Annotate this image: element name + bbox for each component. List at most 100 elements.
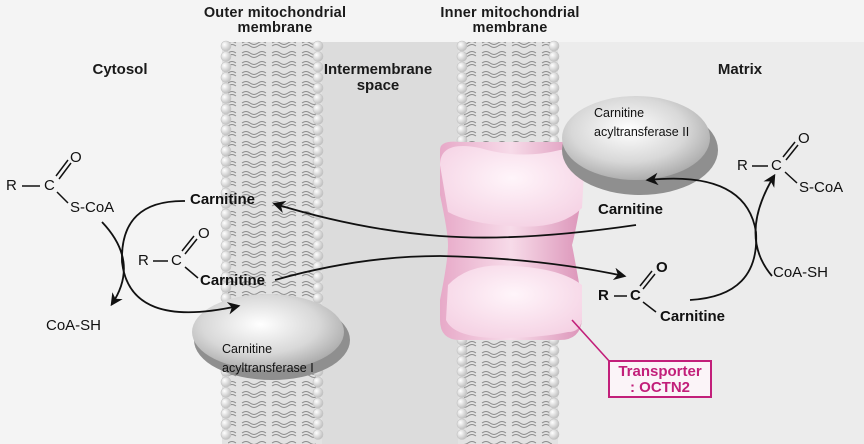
matrix-carnitine: Carnitine <box>598 201 664 218</box>
lipid-head <box>312 61 324 73</box>
lipid-head <box>548 355 560 367</box>
inner-membrane-label-line1: Inner mitochondrial <box>440 5 580 21</box>
intermembrane-label-line2: space <box>356 76 400 94</box>
intermembrane-label-line1: Intermembrane <box>323 61 433 78</box>
acylcarnitine-carnitine: Carnitine <box>200 272 266 289</box>
lipid-head <box>548 40 560 52</box>
matrix-acyl-coa-r: R <box>737 157 748 174</box>
lipid-head <box>548 418 560 430</box>
lipid-head <box>548 61 560 73</box>
lipid-head <box>312 376 324 388</box>
lipid-head <box>312 250 324 262</box>
matrix-acylcarnitine-o: O <box>656 259 668 276</box>
lipid-head <box>548 103 560 115</box>
lipid-head <box>456 103 468 115</box>
acylcarnitine-import-arrow <box>274 255 627 281</box>
lipid-head <box>456 355 468 367</box>
lipid-head <box>220 408 232 419</box>
lipid-head <box>220 93 232 104</box>
intermembrane-label: Intermembrane space <box>318 62 438 94</box>
lipid-head <box>312 229 324 241</box>
acyl-coa-o: O <box>70 149 82 166</box>
lipid-head <box>220 387 232 398</box>
matrix-acylcarnitine-carnitine: Carnitine <box>660 308 726 325</box>
cat1-label: Carnitine acyltransferase I <box>222 340 314 378</box>
lipid-head <box>312 51 324 62</box>
lipid-head <box>312 240 324 251</box>
lipid-head <box>312 408 324 419</box>
acyl-coa-scoa: S-CoA <box>70 199 115 216</box>
cytosol-carnitine-cycle-arrow <box>121 200 241 315</box>
outer-membrane-label: Outer mitochondrial membrane <box>190 5 360 37</box>
lipid-head <box>220 429 232 440</box>
lipid-head <box>220 156 232 167</box>
lipid-head <box>312 397 324 409</box>
intermembrane-region <box>320 42 460 444</box>
matrix-coash-arrow <box>754 173 776 277</box>
cat2-label: Carnitine acyltransferase II <box>594 104 689 142</box>
matrix-acyl-coa-scoa: S-CoA <box>799 179 844 196</box>
lipid-head <box>220 40 232 52</box>
lipid-head <box>312 103 324 115</box>
matrix-coash: CoA-SH <box>773 264 829 281</box>
cat2-label-line2: acyltransferase II <box>594 124 690 139</box>
lipid-head <box>220 198 232 209</box>
lipid-head <box>548 376 560 388</box>
cytosol-acylcarnitine-bonds <box>153 235 199 279</box>
lipid-head <box>312 418 324 430</box>
lipid-head <box>312 271 324 283</box>
matrix-acyl-coa-o: O <box>798 130 810 147</box>
cytosol-coash-arrow <box>101 221 125 307</box>
lipid-head <box>220 271 232 283</box>
carnitine-export-arrow <box>272 200 637 239</box>
transporter-leader-line <box>571 319 611 363</box>
lipid-head <box>548 397 560 409</box>
lipid-head <box>456 345 468 356</box>
acyl-coa-c: C <box>44 177 55 194</box>
lipid-head <box>312 282 324 293</box>
lipid-head <box>220 114 232 125</box>
lipid-head <box>220 219 232 230</box>
lipid-head <box>548 429 560 440</box>
lipid-head <box>312 292 324 304</box>
cat1-label-line1: Carnitine <box>222 342 273 356</box>
lipid-head <box>220 177 232 188</box>
lipid-head <box>456 408 468 419</box>
outer-membrane-label-line1: Outer mitochondrial <box>203 5 347 21</box>
lipid-head <box>220 145 232 157</box>
lipid-head <box>312 156 324 167</box>
lipid-head <box>220 261 232 272</box>
lipid-head <box>312 40 324 52</box>
matrix-label: Matrix <box>717 61 763 78</box>
lipid-head <box>456 376 468 388</box>
cytosol-coash: CoA-SH <box>46 317 102 334</box>
outer-membrane-label-line2: membrane <box>237 20 313 37</box>
lipid-head <box>220 250 232 262</box>
lipid-head <box>456 387 468 398</box>
lipid-head <box>456 82 468 94</box>
lipid-head <box>220 282 232 293</box>
lipid-head <box>220 51 232 62</box>
lipid-head <box>220 240 232 251</box>
lipid-head <box>312 72 324 83</box>
lipid-head <box>548 51 560 62</box>
lipid-head <box>548 345 560 356</box>
reaction-arrows <box>101 172 776 315</box>
lipid-head <box>456 124 468 136</box>
cytosol-acylcoa-bonds <box>22 159 72 204</box>
lipid-head <box>220 61 232 73</box>
lipid-head <box>312 187 324 199</box>
matrix-acyl-coa-c: C <box>771 157 782 174</box>
lipid-head <box>312 145 324 157</box>
cytosol-carnitine: Carnitine <box>190 191 256 208</box>
matrix-acylcarnitine-bonds <box>614 270 657 313</box>
lipid-head <box>220 72 232 83</box>
lipid-head <box>548 387 560 398</box>
transporter-octn2 <box>440 141 584 340</box>
lipid-head <box>220 135 232 146</box>
lipid-head <box>548 82 560 94</box>
lipid-head <box>548 114 560 125</box>
lipid-head <box>456 61 468 73</box>
lipid-head <box>220 103 232 115</box>
lipid-head <box>220 397 232 409</box>
